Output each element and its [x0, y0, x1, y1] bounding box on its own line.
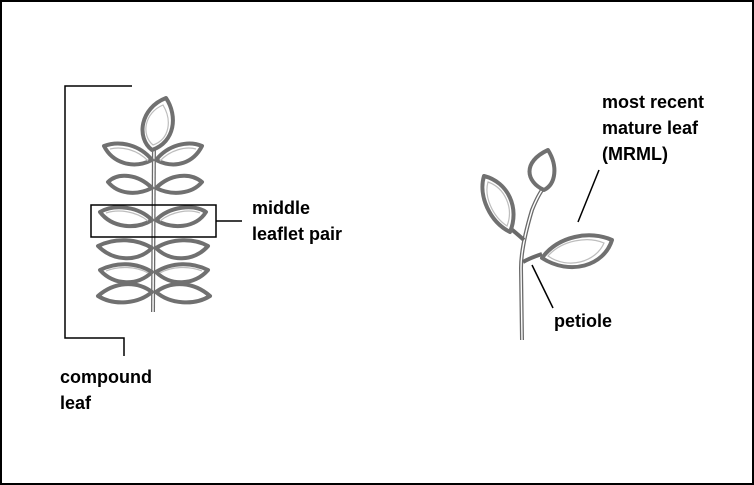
label-petiole: petiole [554, 311, 612, 331]
